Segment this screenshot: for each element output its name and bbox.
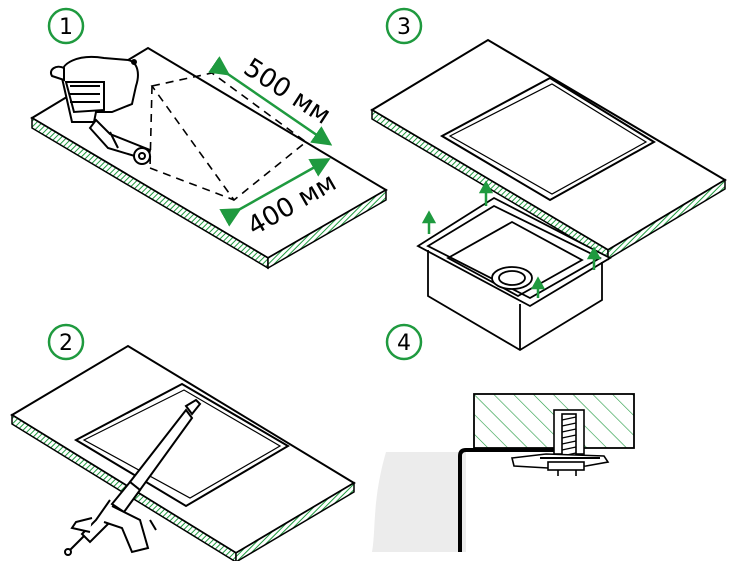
sink-rim xyxy=(458,448,556,552)
sink-cutout-2 xyxy=(73,382,290,508)
step-3-badge: 3 xyxy=(385,7,423,45)
step-4-badge: 4 xyxy=(385,323,423,361)
mounting-clip-icon xyxy=(511,409,610,476)
step-3-panel: 3 xyxy=(370,7,727,352)
sink-cutout-3 xyxy=(439,76,656,202)
lift-arrows xyxy=(421,180,602,298)
step-4-panel: 4 xyxy=(372,323,635,552)
step-2-number: 2 xyxy=(59,331,73,356)
cabinet-wall xyxy=(372,452,466,552)
step-4-number: 4 xyxy=(397,331,411,356)
step-2-badge: 2 xyxy=(47,323,85,361)
step-3-number: 3 xyxy=(397,15,411,40)
jigsaw-icon xyxy=(50,56,152,165)
step-2-panel: 2 xyxy=(10,323,356,561)
step-1-number: 1 xyxy=(59,15,73,40)
step-1-badge: 1 xyxy=(47,7,85,45)
sealant-gun-icon xyxy=(64,398,202,556)
sink-bowl-icon xyxy=(416,196,612,352)
step-1-panel: 1 500 мм 400 мм xyxy=(30,7,388,270)
